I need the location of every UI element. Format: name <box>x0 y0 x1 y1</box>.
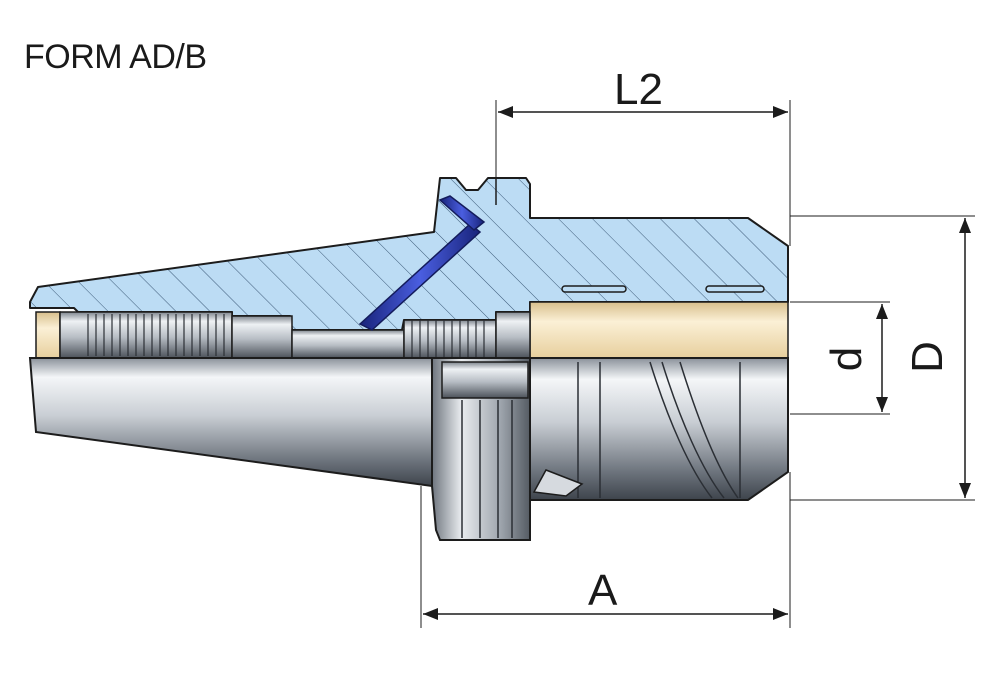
taper-shank <box>28 357 433 488</box>
dimension-label-l2: L2 <box>614 65 663 114</box>
nose-slot-1 <box>561 285 627 293</box>
dimension-label-a: A <box>588 566 618 615</box>
dimension-label-D: D <box>902 341 952 373</box>
coolant-channel <box>358 223 482 331</box>
retention-area <box>59 311 233 359</box>
rear-thread-ribs <box>411 320 485 358</box>
drive-key <box>532 469 584 497</box>
coolant-nozzle <box>438 195 486 231</box>
rear-thread <box>403 319 497 359</box>
dimension-label-d: d <box>822 346 872 372</box>
form-title: FORM AD/B <box>24 38 207 76</box>
bore-front <box>529 301 789 359</box>
bore-back <box>35 311 61 359</box>
center-sleeve-2 <box>291 329 405 359</box>
flange-window <box>441 361 529 399</box>
stop-ring <box>495 311 531 359</box>
nose-grooves <box>577 361 741 499</box>
center-sleeve <box>231 315 293 359</box>
nose-slot-2 <box>705 285 765 293</box>
thread-ribs <box>87 314 225 356</box>
